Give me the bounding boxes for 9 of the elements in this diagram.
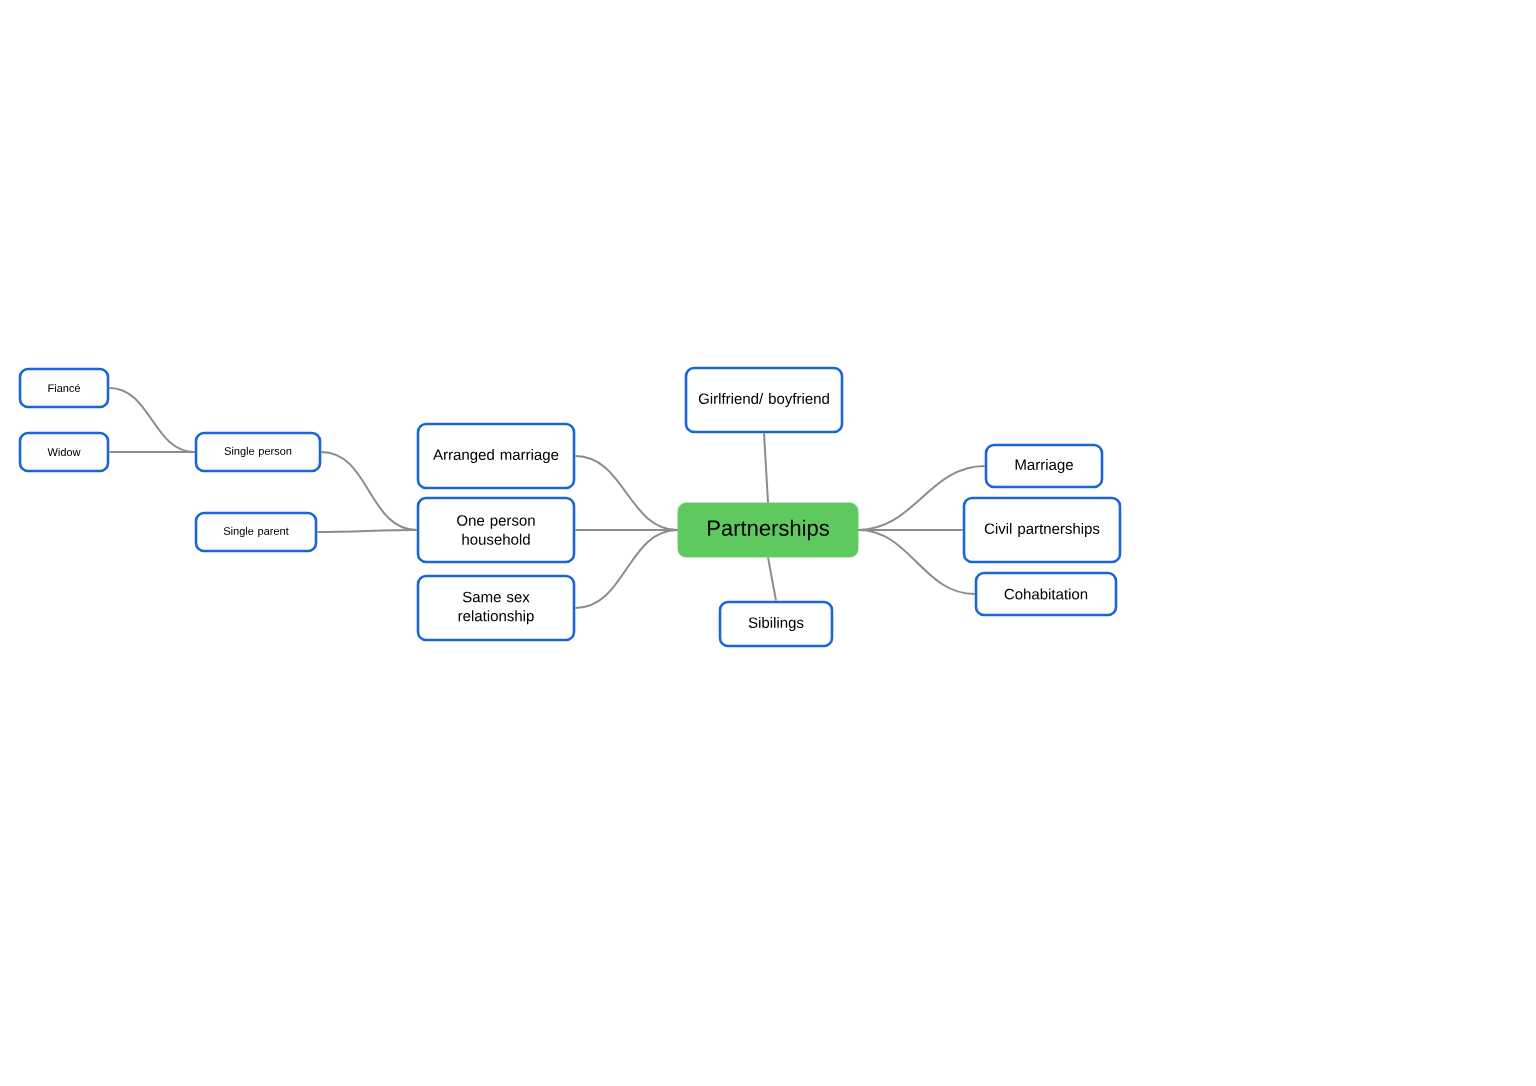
connector [574,528,679,609]
connector [316,528,418,533]
connector [108,450,196,453]
connector [320,450,418,531]
connector [763,432,769,504]
connector [108,387,196,453]
topic-box: Partnerships [677,502,859,558]
connector [857,528,976,595]
connector [767,556,777,602]
